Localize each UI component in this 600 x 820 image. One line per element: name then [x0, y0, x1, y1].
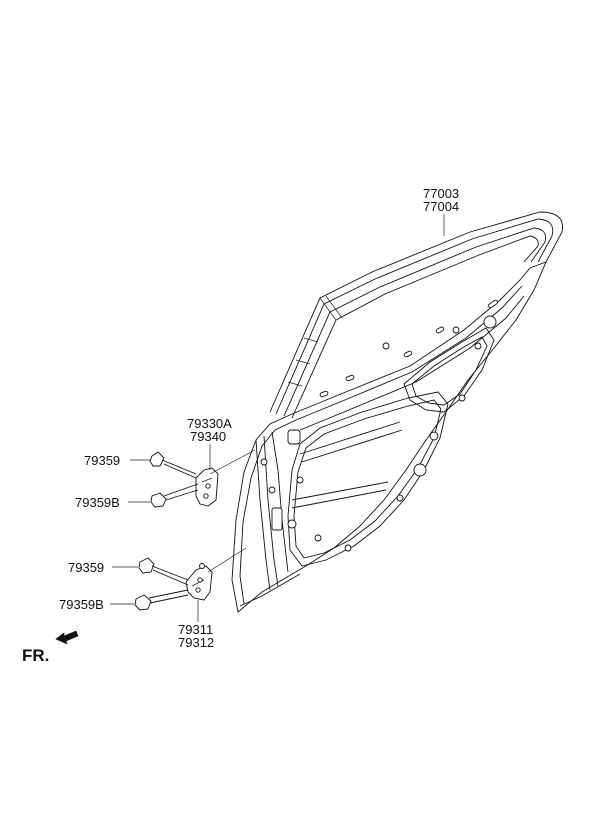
- upper-hinge-bolt[interactable]: [149, 451, 197, 479]
- label-upper-79359b: 79359B: [75, 495, 120, 510]
- upper-hinge[interactable]: [195, 449, 256, 507]
- label-79340: 79340: [190, 429, 226, 444]
- label-79311: 79311: [178, 622, 213, 637]
- front-direction-indicator: FR.: [22, 630, 79, 665]
- label-lower-79359b: 79359B: [59, 597, 104, 612]
- lower-hinge-bolt[interactable]: [138, 557, 189, 586]
- door-inner-panel[interactable]: [231, 261, 547, 613]
- upper-hinge-bolt-b[interactable]: [150, 483, 199, 508]
- label-77003: 77003: [423, 186, 459, 201]
- label-upper-79359: 79359: [84, 453, 120, 468]
- label-lower-79359: 79359: [68, 560, 104, 575]
- label-79330a: 79330A: [187, 416, 232, 431]
- label-77004: 77004: [423, 199, 459, 214]
- lower-hinge-bolt-b[interactable]: [134, 589, 189, 611]
- label-79312: 79312: [178, 635, 214, 650]
- front-arrow-icon: [55, 630, 79, 645]
- front-label: FR.: [22, 646, 49, 665]
- lower-hinge[interactable]: [185, 547, 247, 601]
- door-weatherstrip[interactable]: [269, 211, 563, 419]
